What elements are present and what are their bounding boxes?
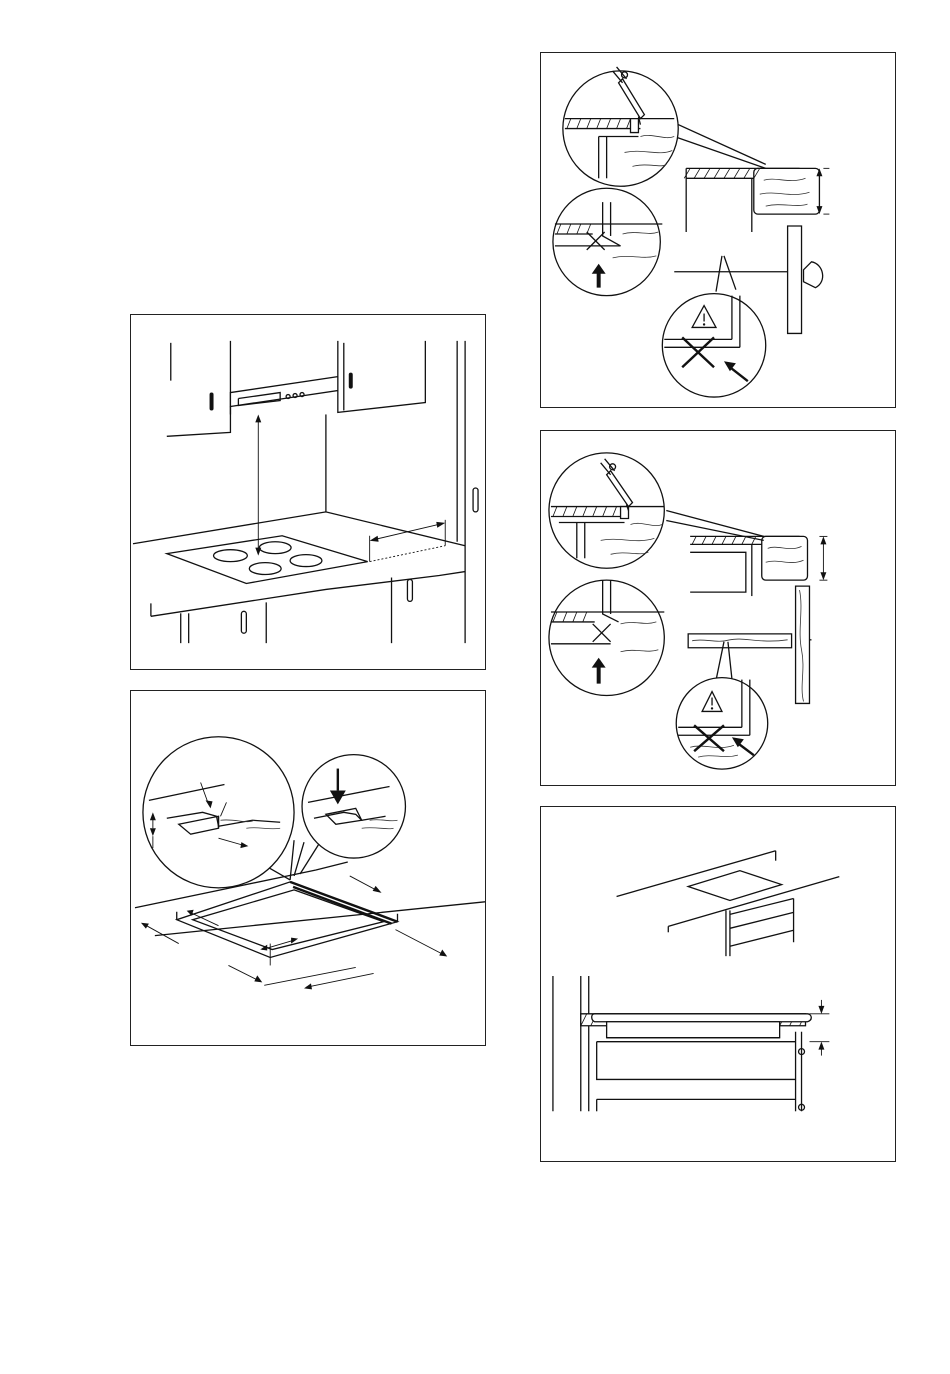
figure-gasket-installation bbox=[130, 690, 486, 1046]
figure-sealant-panel-cabinet bbox=[540, 430, 896, 786]
figure-hood-clearance bbox=[130, 314, 486, 670]
gasket-seal-icon bbox=[131, 691, 485, 1045]
worktop-section-icon bbox=[541, 807, 895, 1161]
sealant-gun-icon bbox=[541, 53, 895, 407]
figure-sealant-solid-worktop bbox=[540, 52, 896, 408]
kitchen-hood-hob-icon bbox=[131, 315, 485, 669]
sealant-gun-icon bbox=[541, 431, 895, 785]
figure-built-in-section bbox=[540, 806, 896, 1162]
